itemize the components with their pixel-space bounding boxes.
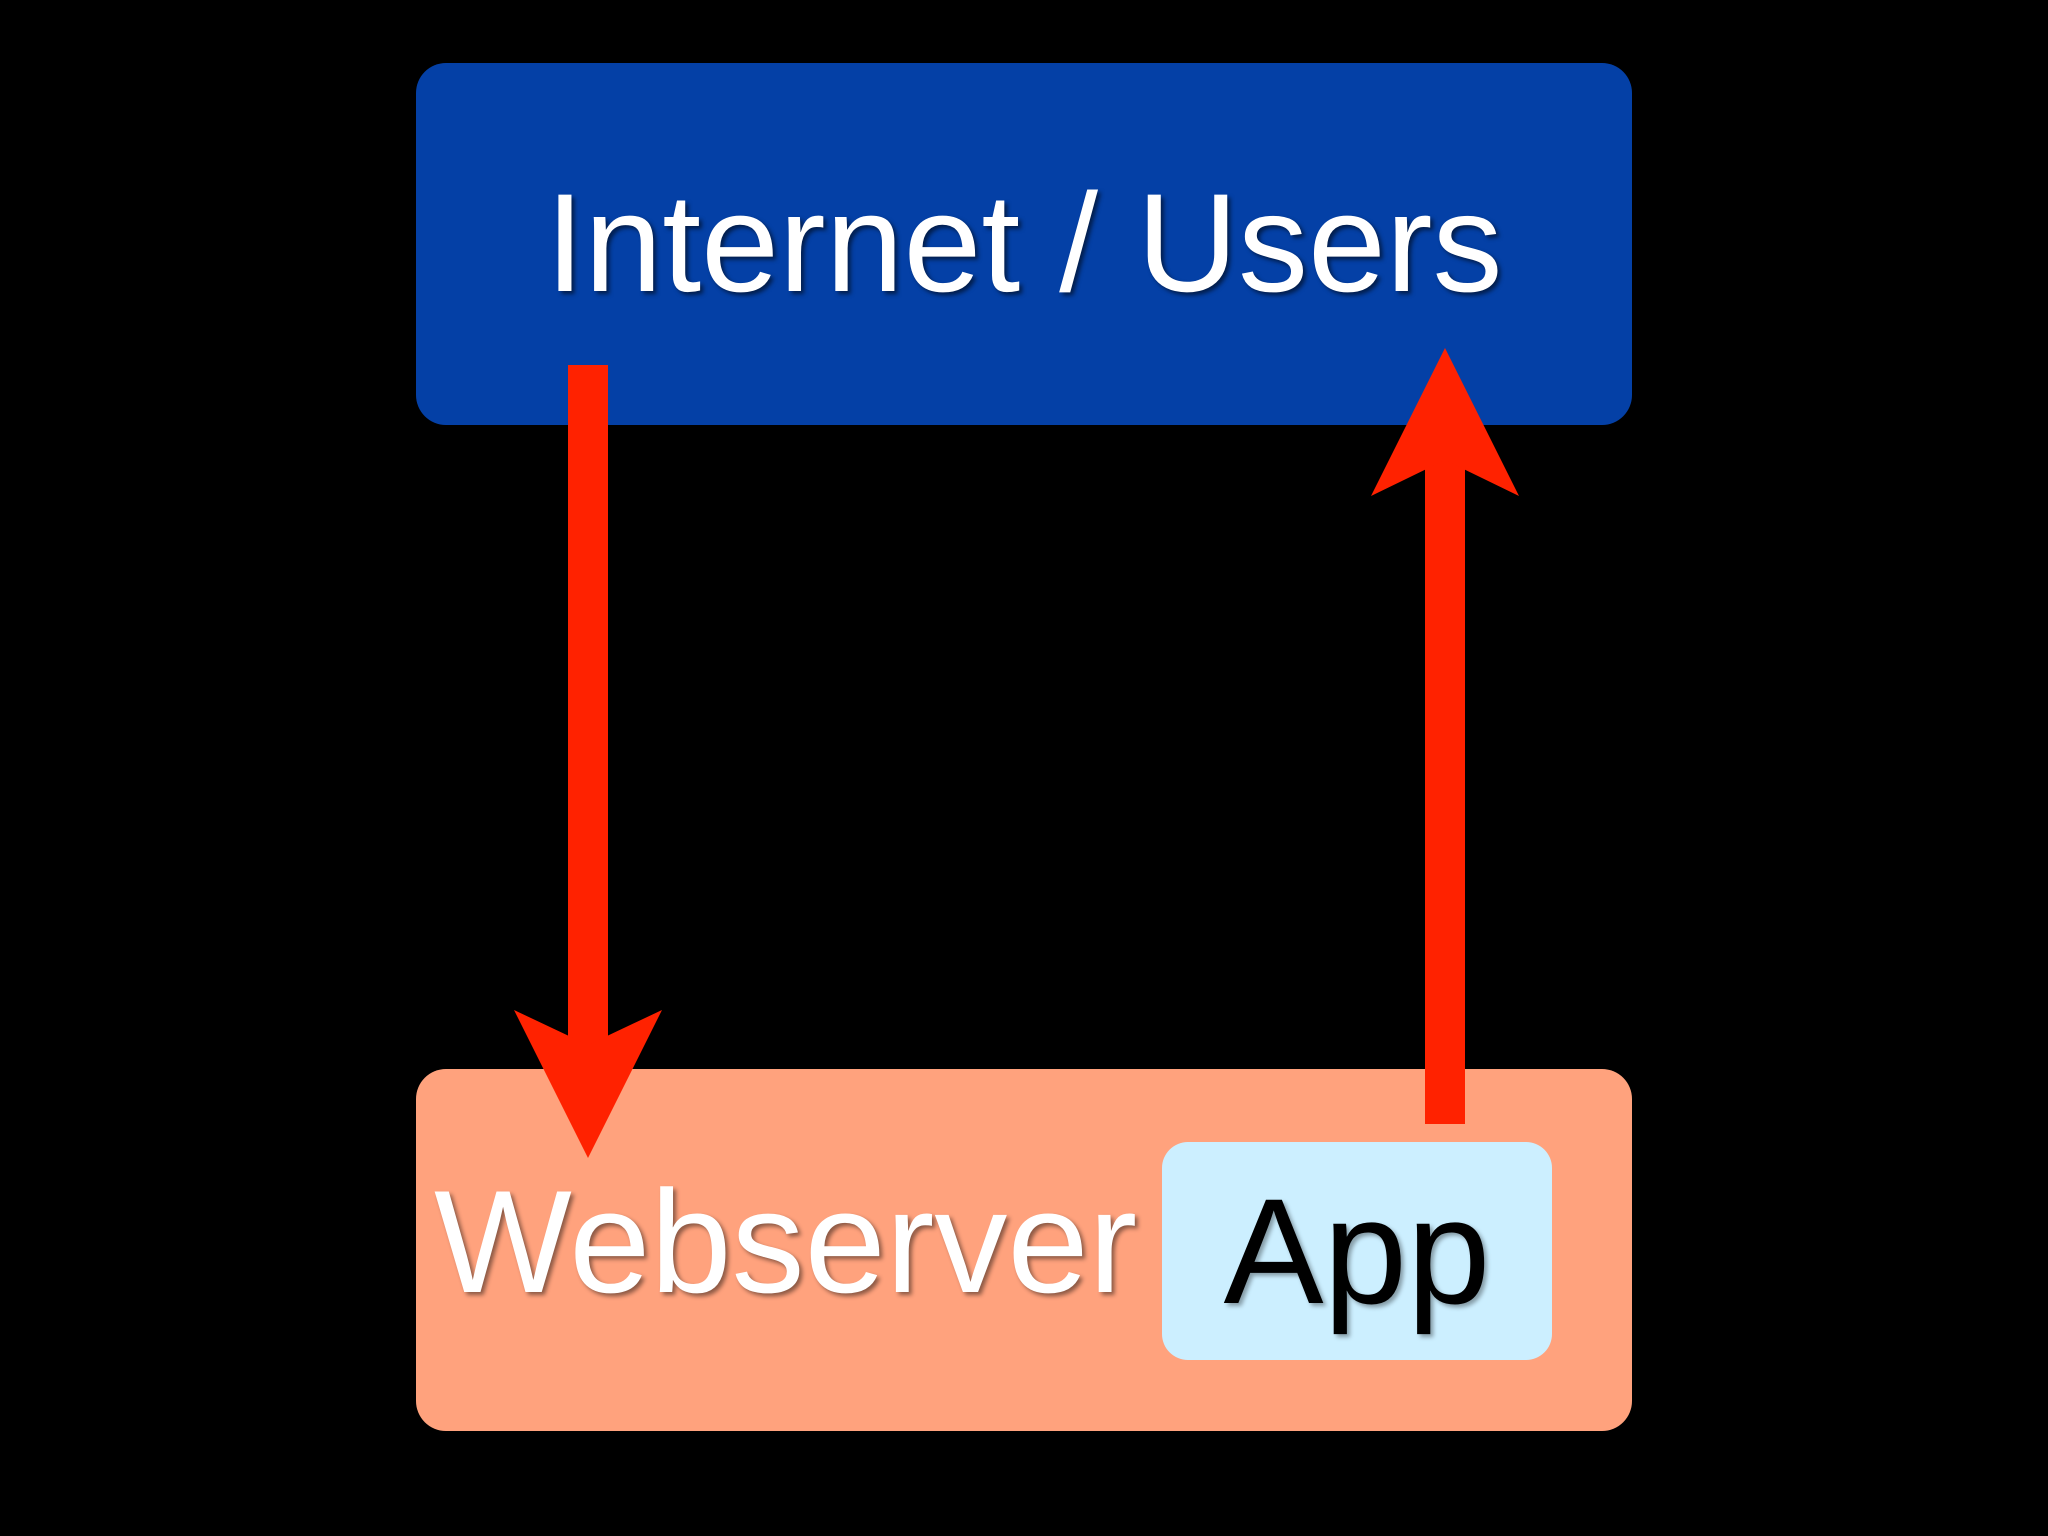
request-arrow-shaft	[568, 365, 608, 1065]
app-label: App	[1223, 1167, 1491, 1335]
app-box: App	[1162, 1142, 1552, 1360]
request-arrow-down	[514, 365, 662, 1158]
response-arrow-up	[1371, 348, 1519, 1124]
internet-users-label: Internet / Users	[545, 164, 1503, 321]
internet-users-box: Internet / Users	[416, 63, 1632, 425]
webserver-box: Webserver App	[416, 1069, 1632, 1431]
response-arrow-shaft	[1425, 415, 1465, 1124]
webserver-label: Webserver	[434, 1160, 1138, 1323]
